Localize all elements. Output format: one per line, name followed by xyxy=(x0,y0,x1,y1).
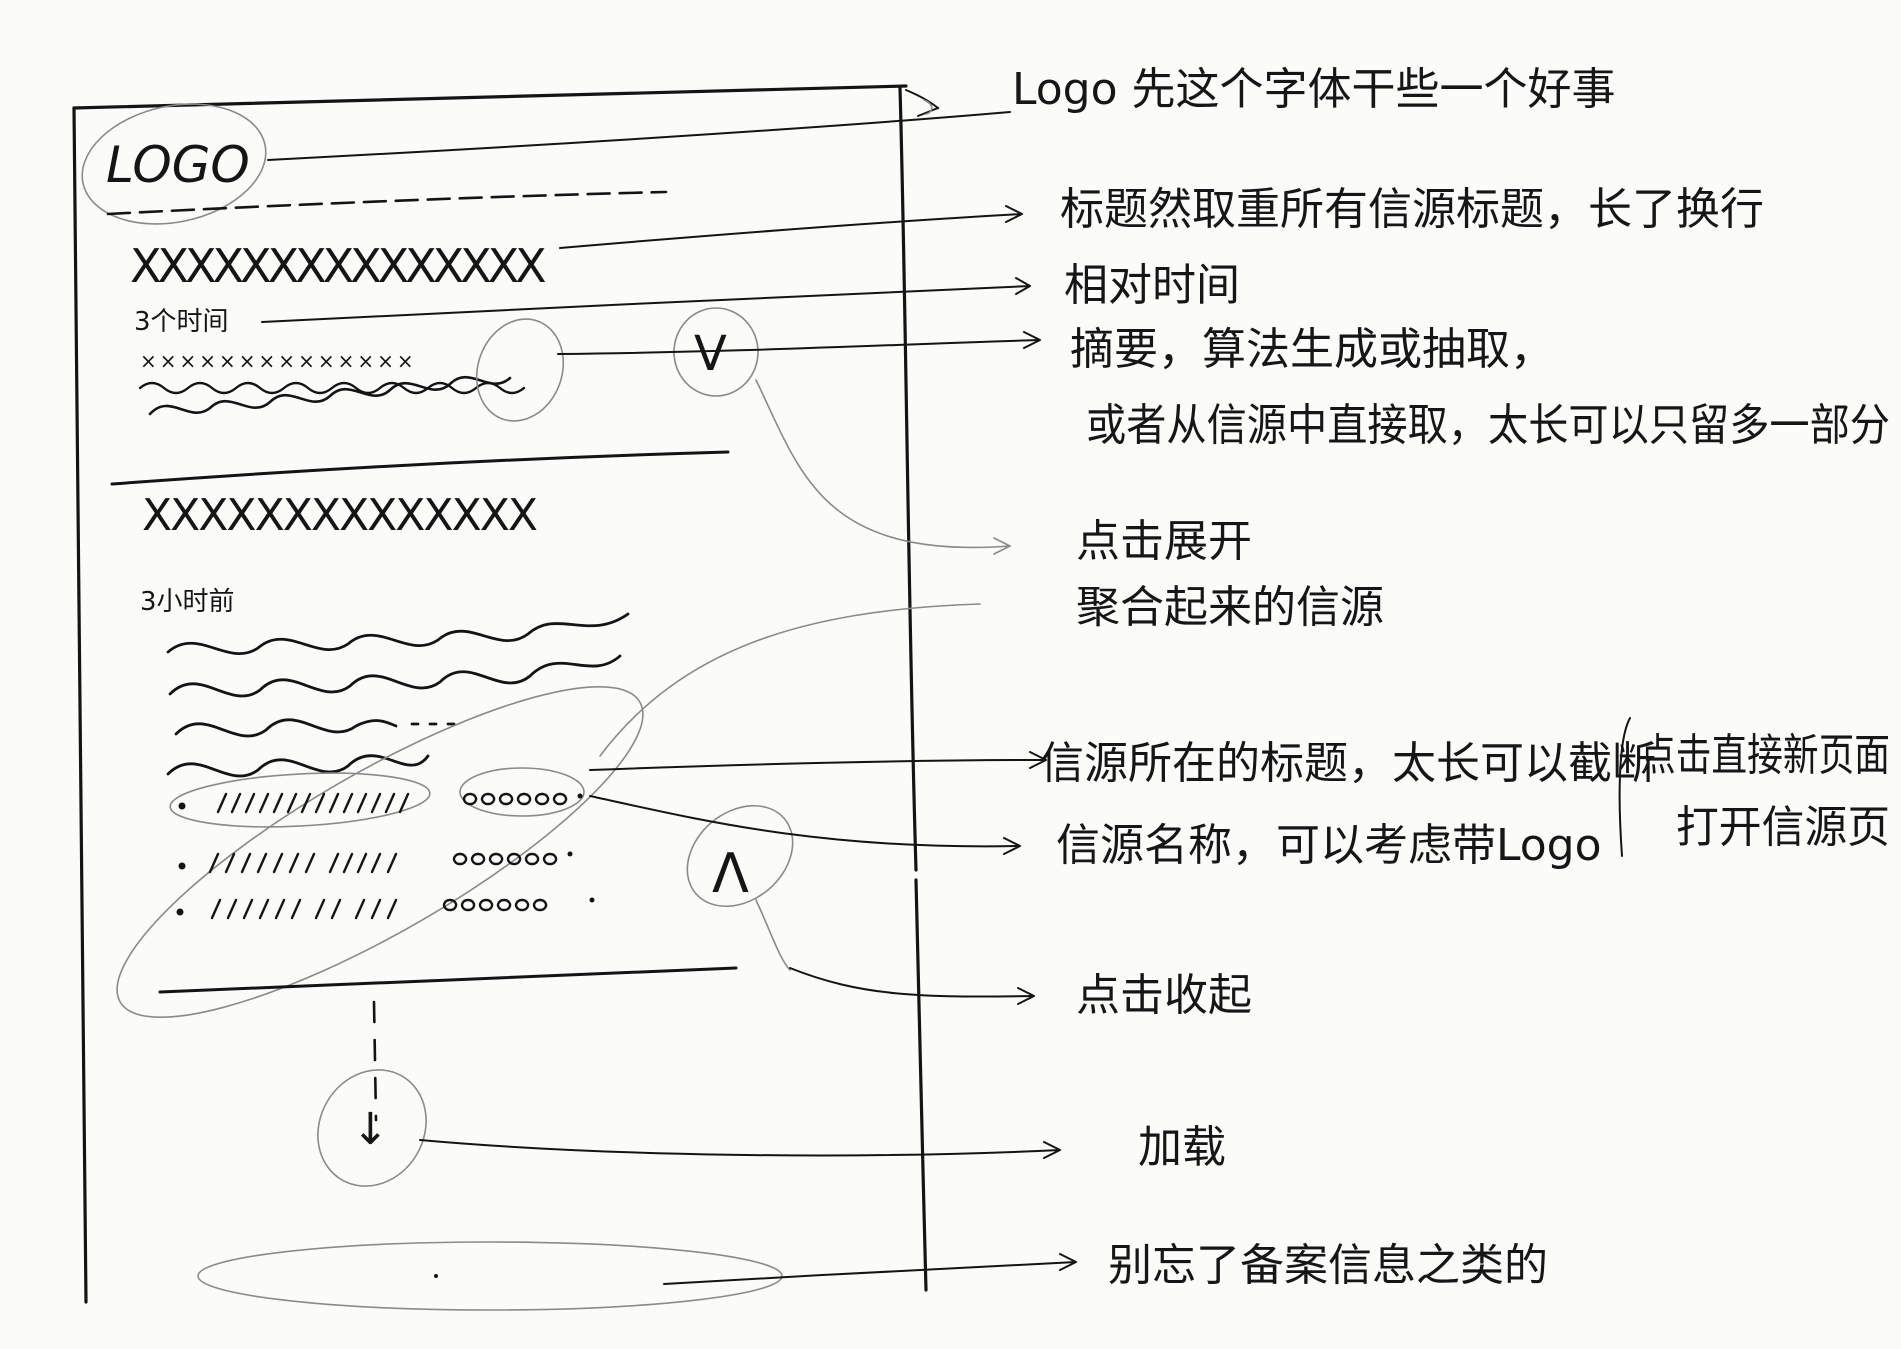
note-title: 标题然取重所有信源标题，长了换行 xyxy=(1060,184,1764,235)
note-summary-2: 或者从信源中直接取，太长可以只留多一部分 xyxy=(1086,400,1890,451)
collapse-button[interactable]: Λ xyxy=(667,785,812,927)
note-time: 相对时间 xyxy=(1064,260,1240,311)
source-list xyxy=(176,792,595,920)
article-card-1[interactable]: XXXXXXXXXXXXXXX 3个时间 ×××××××××××××× V xyxy=(130,239,759,433)
source-title-highlight xyxy=(169,772,431,828)
summary-highlight xyxy=(475,318,565,422)
aggregated-sources-highlight xyxy=(116,685,644,1019)
annotations: Logo 先这个字体干些一个好事 标题然取重所有信源标题，长了换行 相对时间 摘… xyxy=(1012,64,1890,1291)
source-row-3[interactable] xyxy=(176,897,595,920)
note-source-name: 信源名称，可以考虑带Logo xyxy=(1056,820,1602,871)
article-1-time: 3个时间 xyxy=(134,307,229,337)
article-card-2[interactable]: XXXXXXXXXXXXXX 3小时前 xyxy=(80,490,813,1071)
note-load-more: 加载 xyxy=(1138,1122,1226,1173)
source-name-highlight xyxy=(459,767,585,817)
note-aggregated: 聚合起来的信源 xyxy=(1076,582,1384,633)
source-row-2[interactable] xyxy=(178,851,573,874)
note-collapse: 点击收起 xyxy=(1076,970,1252,1021)
chevron-up-icon: Λ xyxy=(712,842,749,905)
card-divider-1 xyxy=(110,450,730,486)
logo-text: LOGO xyxy=(106,136,250,194)
note-source-title: 信源所在的标题，太长可以截断 xyxy=(1040,738,1656,789)
source-row-1[interactable] xyxy=(178,792,583,814)
card-divider-2 xyxy=(158,966,738,994)
article-2-summary-scribbles xyxy=(166,612,630,778)
article-1-summary-scribbles xyxy=(138,375,526,416)
article-1-title: XXXXXXXXXXXXXXX xyxy=(130,239,546,293)
footer-placeholder xyxy=(197,1241,783,1311)
note-summary-1: 摘要，算法生成或抽取， xyxy=(1070,324,1554,375)
article-2-title: XXXXXXXXXXXXXX xyxy=(142,490,537,541)
arrow-down-icon: ↓ xyxy=(352,1104,389,1155)
article-1-summary-line1: ×××××××××××××× xyxy=(140,349,417,373)
logo[interactable]: LOGO xyxy=(71,88,277,240)
note-logo: Logo 先这个字体干些一个好事 xyxy=(1012,64,1616,115)
note-click-open-2: 打开信源页 xyxy=(1676,802,1890,853)
note-click-open-1: 点击直接新页面 xyxy=(1640,730,1890,781)
annotation-arrows xyxy=(261,89,1631,1285)
article-2-time: 3小时前 xyxy=(140,587,235,617)
load-more-button[interactable]: ↓ xyxy=(297,1000,447,1206)
header-divider xyxy=(106,190,668,216)
note-expand: 点击展开 xyxy=(1076,516,1252,567)
note-footer: 别忘了备案信息之类的 xyxy=(1108,1240,1548,1291)
chevron-down-icon: V xyxy=(694,326,727,382)
